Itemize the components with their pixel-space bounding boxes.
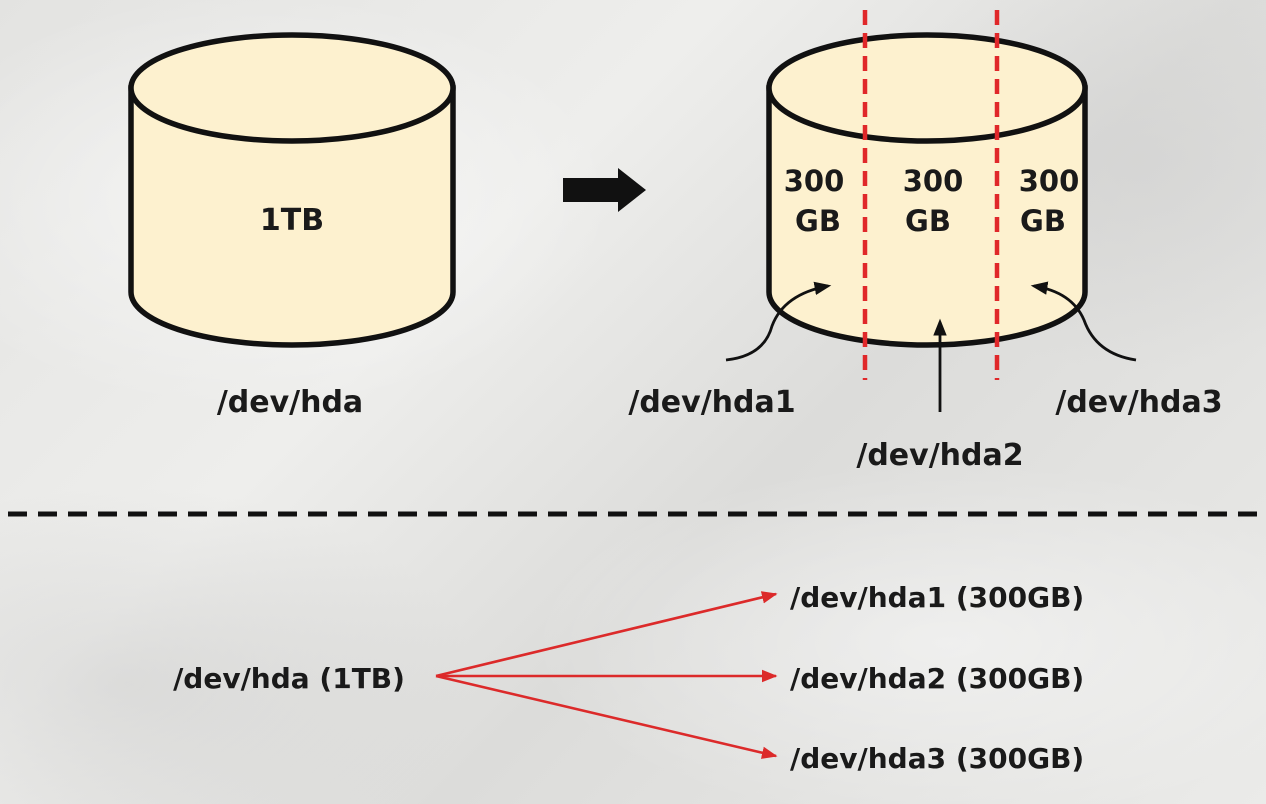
partition-device-label: /dev/hda2 (856, 438, 1023, 473)
target-device-label: /dev/hda1 (300GB) (790, 581, 1084, 614)
partitioned-disk-body (766, 85, 1088, 348)
mapping-arrow (435, 591, 778, 678)
mapping-arrow (435, 674, 778, 759)
partition-device-label: /dev/hda1 (628, 385, 795, 420)
disk-capacity-label: 1TB (260, 203, 324, 238)
partition-size-label: 300 (903, 164, 964, 198)
right-arrow-icon (563, 168, 646, 212)
partition-size-label: 300 (1019, 164, 1080, 198)
partition-size-unit: GB (905, 204, 951, 238)
partition-size-label: 300 (784, 164, 845, 198)
disk-device-label: /dev/hda (217, 385, 363, 420)
pointer-arrow (725, 281, 832, 362)
disk-body (128, 85, 456, 348)
target-device-label: /dev/hda2 (300GB) (790, 662, 1084, 695)
partitioned-disk-top (766, 32, 1088, 144)
disk-unpartitioned: 1TB (128, 32, 456, 348)
source-device-label: /dev/hda (1TB) (173, 662, 405, 695)
disk-partitioned: 300 GB 300 GB 300 GB (766, 10, 1088, 380)
partition-size-unit: GB (1020, 204, 1066, 238)
pointer-arrow (1030, 281, 1137, 362)
partition-size-unit: GB (795, 204, 841, 238)
disk-top (128, 32, 456, 144)
partition-device-label: /dev/hda3 (1055, 385, 1222, 420)
target-device-label: /dev/hda3 (300GB) (790, 742, 1084, 775)
